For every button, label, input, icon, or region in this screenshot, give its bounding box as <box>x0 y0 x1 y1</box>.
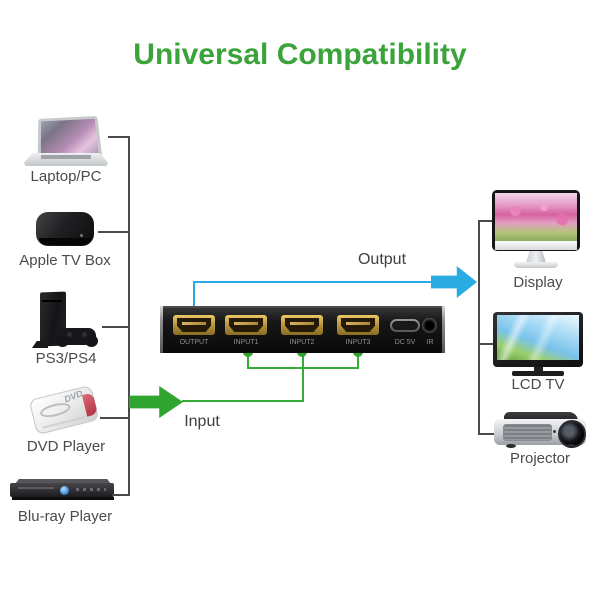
port-label-input3: INPUT3 <box>345 339 371 346</box>
output-label: Output <box>357 251 407 268</box>
apple-tv-connector <box>98 231 130 233</box>
monitor-screen <box>495 193 577 241</box>
tv-icon <box>493 312 583 380</box>
input-line-v <box>302 352 304 402</box>
hdmi-port-pins <box>182 322 206 325</box>
tv-screen <box>497 315 579 360</box>
bluray-connector <box>112 494 130 496</box>
apple-tv-label: Apple TV Box <box>19 252 111 269</box>
hdmi-port-pins <box>234 322 258 325</box>
dvd-logo: DVD <box>62 388 85 405</box>
laptop-icon <box>24 116 108 168</box>
gamepad <box>56 328 98 347</box>
monitor-chin <box>495 241 577 250</box>
apple-tv-base <box>39 238 91 245</box>
port-label-input2: INPUT2 <box>289 339 315 346</box>
output-arrow-icon <box>431 266 477 298</box>
projector-icon <box>494 412 586 456</box>
ir-port <box>422 318 437 333</box>
dvd-label: DVD Player <box>26 438 106 455</box>
projector-lens <box>558 420 586 448</box>
output-line-h <box>193 281 433 283</box>
dvd-body: DVD <box>28 384 100 436</box>
monitor-base <box>514 262 558 268</box>
page-title: Universal Compatibility <box>133 38 467 71</box>
gamepad-stick <box>67 332 72 337</box>
game-console-icon <box>28 291 100 350</box>
bluray-player-icon <box>10 478 118 506</box>
switch-left-edge <box>160 306 163 353</box>
apple-tv-led <box>80 234 83 237</box>
projector-grille <box>503 424 552 441</box>
input-line-h <box>182 400 304 402</box>
hdmi-port-output <box>173 315 215 335</box>
projector-connector <box>478 433 498 435</box>
projector-label: Projector <box>509 450 571 467</box>
laptop-label: Laptop/PC <box>30 168 102 185</box>
laptop-keyboard <box>41 155 91 159</box>
hdmi-port-inner <box>341 318 375 332</box>
dvd-accent <box>81 392 98 417</box>
tv-base <box>512 371 564 376</box>
switch-right-edge <box>442 306 445 353</box>
laptop-connector <box>108 136 130 138</box>
console-groove <box>42 300 62 302</box>
lcdtv-label: LCD TV <box>511 376 565 393</box>
hdmi-port-input3 <box>337 315 379 335</box>
right-bus-line <box>478 220 480 435</box>
monitor-icon <box>490 190 582 272</box>
tv-neck <box>534 367 543 372</box>
bluray-label: Blu-ray Player <box>17 508 113 525</box>
hdmi-port-inner <box>229 318 263 332</box>
input3-branch <box>357 352 359 369</box>
dc-power-label: DC 5V <box>394 339 416 346</box>
bluray-buttons <box>76 488 106 491</box>
hdmi-port-inner <box>177 318 211 332</box>
bluray-tray <box>18 487 54 489</box>
hdmi-port-pins <box>346 322 370 325</box>
apple-tv-icon <box>36 212 94 248</box>
ir-label: IR <box>426 339 434 346</box>
hdmi-port-inner <box>285 318 319 332</box>
ps-connector <box>102 326 130 328</box>
dvd-line <box>42 416 86 429</box>
bluray-logo <box>60 486 69 495</box>
hdmi-port-pins <box>290 322 314 325</box>
lcdtv-connector <box>478 343 494 345</box>
port-label-output: OUTPUT <box>179 339 209 346</box>
hdmi-switch: OUTPUT INPUT1 INPUT2 INPUT3 DC 5V IR <box>160 306 445 353</box>
bluray-top <box>15 479 111 484</box>
port-label-input1: INPUT1 <box>233 339 259 346</box>
console-stand <box>32 341 48 348</box>
projector-top <box>504 412 578 423</box>
display-label: Display <box>513 274 563 291</box>
ps-label: PS3/PS4 <box>35 350 97 367</box>
output-line-v <box>193 282 195 318</box>
hdmi-port-input2 <box>281 315 323 335</box>
dvd-connector <box>100 417 130 419</box>
monitor-stand <box>526 251 546 263</box>
dvd-player-icon: DVD <box>28 384 100 436</box>
projector-button <box>553 430 556 433</box>
input-branch-line <box>247 367 359 369</box>
input1-branch <box>247 352 249 369</box>
switch-top-edge <box>163 306 442 308</box>
bluray-base <box>12 497 114 500</box>
hdmi-port-input1 <box>225 315 267 335</box>
left-bus-line <box>128 136 130 496</box>
projector-foot <box>566 444 576 448</box>
dc-power-port <box>390 319 420 332</box>
projector-foot <box>506 444 516 448</box>
input-label: Input <box>184 413 220 430</box>
gamepad-stick <box>82 332 87 337</box>
display-connector <box>478 220 494 222</box>
